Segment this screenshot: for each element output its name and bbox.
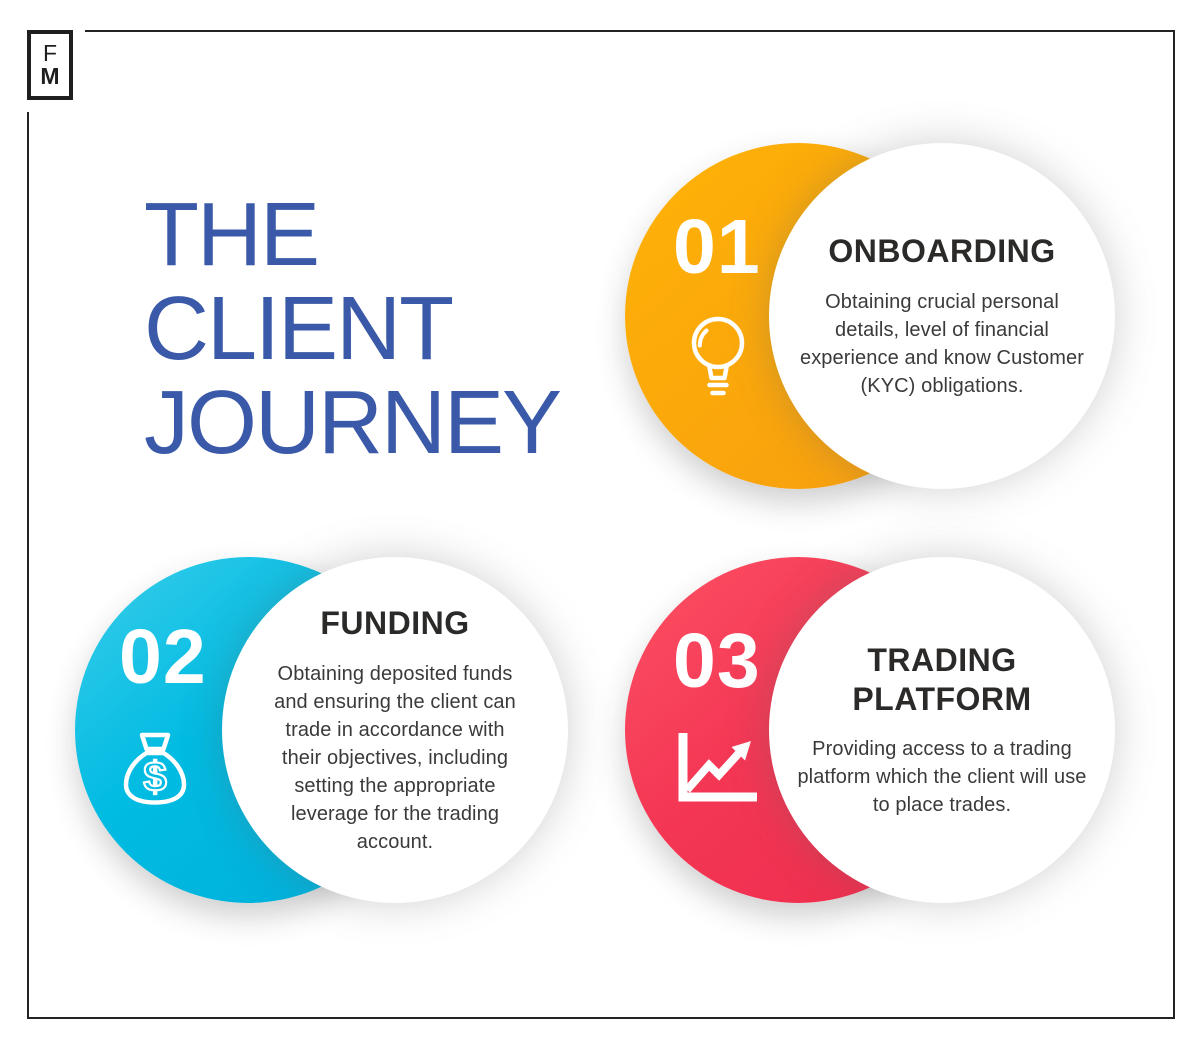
frame-border-bottom: [27, 1017, 1175, 1019]
step-heading: ONBOARDING: [828, 233, 1056, 270]
step-card: TRADING PLATFORM Providing access to a t…: [769, 557, 1115, 903]
frame-border-right: [1173, 30, 1175, 1019]
title-line-1: THE: [144, 185, 320, 285]
frame-border-left: [27, 112, 29, 1017]
step-description: Obtaining deposited funds and ensuring t…: [274, 662, 516, 853]
step-number: 01: [673, 204, 761, 290]
step-card: FUNDING Obtaining deposited funds and en…: [222, 557, 568, 903]
page-title: THE CLIENT JOURNEY: [144, 185, 562, 473]
title-line-3: JOURNEY: [144, 373, 562, 473]
logo-letter-m: M: [40, 63, 60, 89]
money-bag-icon: $: [115, 729, 195, 812]
logo-letter-f: F: [42, 40, 58, 66]
step-trading-platform: 03 TRADING PLATFORM Providing access to …: [625, 557, 1115, 903]
step-description: Obtaining crucial personal details, leve…: [799, 290, 1085, 397]
step-card: ONBOARDING Obtaining crucial personal de…: [769, 143, 1115, 489]
step-heading: TRADING PLATFORM: [852, 641, 1032, 717]
step-funding: 02 $ FUNDING Obtaining deposited funds a…: [75, 557, 568, 903]
brand-logo: F M: [27, 30, 73, 100]
step-onboarding: 01 ONBOARDING Obtaining crucial personal…: [625, 143, 1115, 489]
svg-text:$: $: [143, 753, 166, 800]
title-line-2: CLIENT: [144, 279, 454, 379]
lightbulb-icon: [687, 315, 749, 404]
step-number: 03: [673, 618, 761, 704]
growth-chart-icon: [671, 727, 763, 812]
step-number: 02: [119, 614, 207, 700]
step-description: Providing access to a trading platform w…: [797, 738, 1087, 817]
step-heading: FUNDING: [320, 605, 470, 642]
frame-border-top: [85, 30, 1175, 32]
